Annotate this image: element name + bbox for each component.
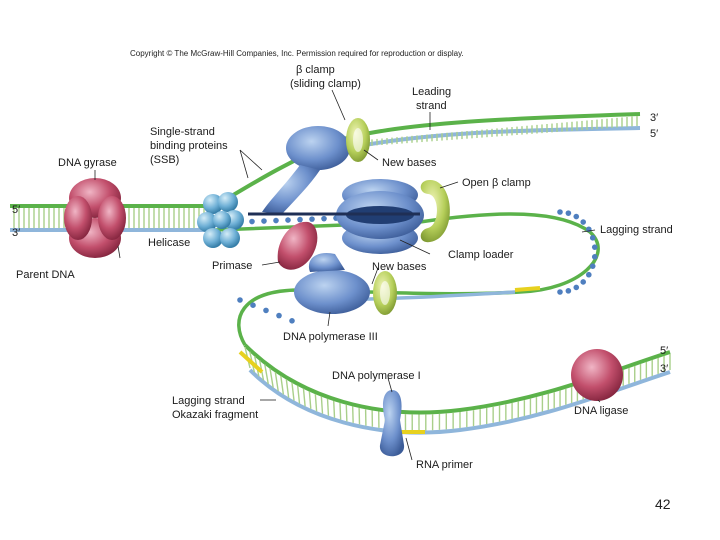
polymerase-core-complex (248, 179, 424, 254)
leading-strand (213, 112, 641, 208)
label-dna-gyrase: DNA gyrase (58, 157, 117, 169)
label-5prime-left: 5′ (12, 204, 20, 216)
leader-lines (94, 89, 601, 461)
label-ssb-1: Single-strand (150, 126, 215, 138)
rna-primer-segment (514, 286, 541, 292)
label-3prime-right-top: 5′ (650, 128, 658, 140)
label-primase: Primase (212, 260, 252, 272)
dna-polymerase-iii-lagging (294, 252, 370, 314)
label-3prime-left: 3′ (12, 227, 20, 239)
label-dna-ligase: DNA ligase (574, 405, 628, 417)
helicase (197, 192, 244, 248)
label-dna-polymerase-i: DNA polymerase I (332, 370, 421, 382)
label-okazaki-fragment: Okazaki fragment (172, 409, 258, 421)
open-beta-clamp (420, 180, 450, 243)
label-beta-clamp-sub: (sliding clamp) (290, 78, 361, 90)
rna-primer-segment (238, 350, 264, 374)
label-dna-polymerase-iii: DNA polymerase III (283, 331, 378, 343)
label-lagging-strand-right: Lagging strand (600, 224, 673, 236)
label-new-bases-bottom: New bases (372, 261, 427, 273)
page-number: 42 (655, 496, 671, 512)
label-parent-dna: Parent DNA (16, 269, 75, 281)
label-open-beta-clamp: Open β clamp (462, 177, 531, 189)
label-5prime-right-bottom: 5′ (660, 345, 668, 357)
label-ssb-2: binding proteins (150, 140, 228, 152)
dna-gyrase (64, 178, 126, 258)
primase (277, 221, 318, 270)
dna-ligase (571, 349, 623, 401)
copyright-notice: Copyright © The McGraw-Hill Companies, I… (130, 49, 464, 58)
label-lagging-strand-lower: Lagging strand (172, 395, 245, 407)
label-ssb-3: (SSB) (150, 154, 179, 166)
dna-polymerase-iii-leading (262, 126, 350, 214)
label-beta-clamp: β clamp (296, 64, 335, 76)
label-new-bases-top: New bases (382, 157, 437, 169)
label-3prime-right-bottom: 3′ (660, 363, 668, 375)
label-5prime-right-top: 3′ (650, 112, 658, 124)
label-clamp-loader: Clamp loader (448, 249, 514, 261)
beta-clamp-lagging (373, 271, 397, 315)
label-rna-primer: RNA primer (416, 459, 473, 471)
label-leading-strand: Leading (412, 86, 451, 98)
label-leading-strand-sub: strand (416, 100, 447, 112)
beta-clamp-leading (346, 118, 370, 162)
dna-polymerase-i (379, 390, 405, 457)
label-helicase: Helicase (148, 237, 190, 249)
